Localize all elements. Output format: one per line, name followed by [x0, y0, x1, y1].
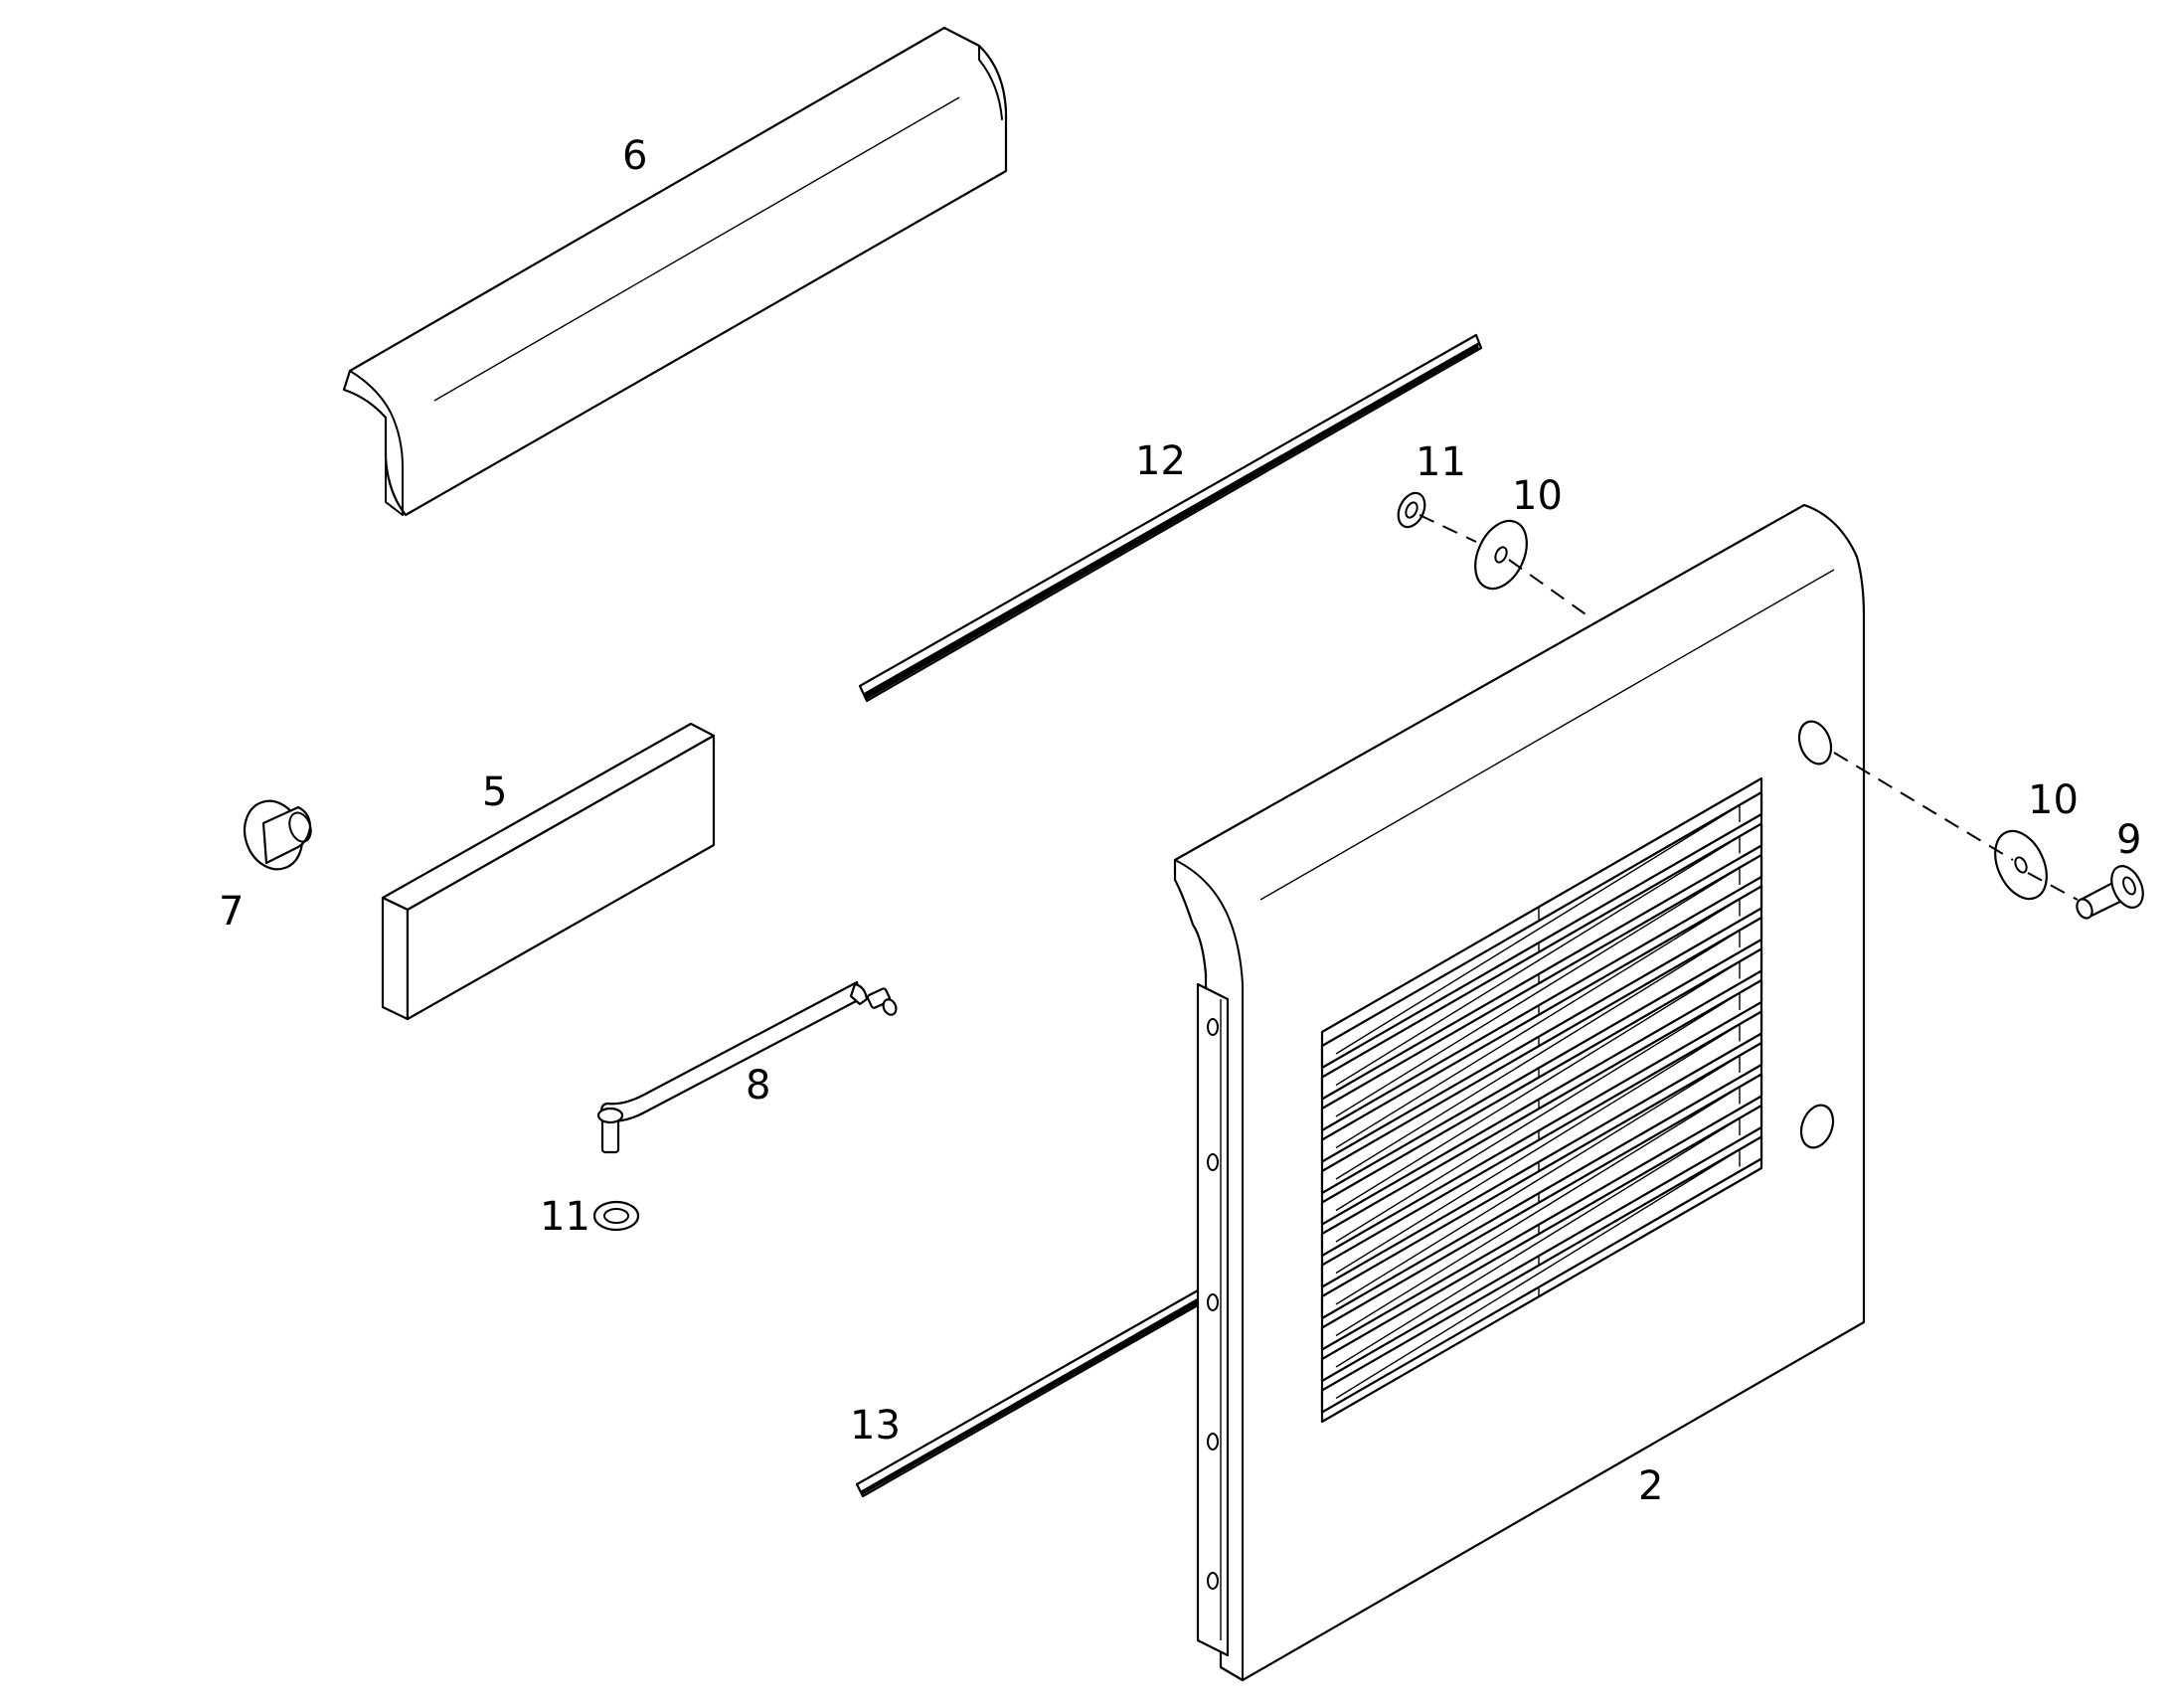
louver-slat-edge: [1335, 925, 1749, 1180]
callout-labels: 6 12 11 10 5 7 10 9 8 11 13 2: [219, 133, 2141, 1509]
callout-7: 7: [219, 889, 244, 935]
louver-slat-edge: [1335, 987, 1749, 1243]
part-10-washer-upper: [1474, 519, 1528, 591]
callout-13: 13: [850, 1403, 901, 1449]
louver-slat-edge: [1335, 1112, 1749, 1368]
callout-6: 6: [622, 133, 647, 179]
louver-slat-edge: [1335, 862, 1749, 1117]
part-7-grommet: [243, 799, 312, 871]
louver-slat: [1320, 853, 1763, 1132]
callout-10-upper: 10: [1512, 473, 1563, 519]
louver-slat-edge: [1335, 799, 1749, 1055]
louver-slat: [1320, 916, 1763, 1195]
louver-slats: [1320, 790, 1763, 1414]
part-5-foam-block: [381, 722, 716, 1021]
louver-slat-edge: [1335, 1050, 1749, 1305]
callout-11-upper: 11: [1416, 439, 1466, 485]
callout-11-lower: 11: [540, 1194, 590, 1240]
louver-slat-edge: [1335, 1018, 1749, 1275]
louver-slat: [1320, 1104, 1763, 1383]
louver-slat-edge: [1335, 893, 1749, 1149]
louver-slat: [1320, 790, 1763, 1070]
part-6-top-trim: [342, 26, 1008, 517]
callout-9: 9: [2116, 817, 2141, 863]
louver-slat-edge: [1335, 1143, 1749, 1400]
louver-slat: [1320, 822, 1763, 1101]
louver-slat: [1320, 1010, 1763, 1288]
louver-slat-edge: [1335, 1081, 1749, 1337]
part-12-seal-strip: [858, 333, 1483, 703]
flange-holes: [1207, 1018, 1219, 1590]
louver-slat: [1320, 1041, 1763, 1320]
callout-2: 2: [1638, 1463, 1663, 1509]
louver-slat-edge: [1335, 955, 1749, 1212]
part-2-grille-panel: [1173, 503, 1866, 1682]
louver-slat: [1320, 1073, 1763, 1351]
callout-8: 8: [746, 1063, 770, 1109]
callout-5: 5: [482, 769, 507, 815]
louver-slat: [1320, 885, 1763, 1163]
part-10-washer-right: [1994, 829, 2048, 901]
part-13-lower-seal-strip: [855, 1288, 1205, 1498]
louver-slat-edge: [1335, 830, 1749, 1087]
assembly-lines: [1419, 514, 2079, 901]
callout-10-right: 10: [2028, 777, 2079, 823]
louver-slat: [1320, 947, 1763, 1226]
part-9-screw: [2076, 865, 2144, 920]
louver-slat: [1320, 1135, 1763, 1414]
part-11-washer-lower: [592, 1200, 640, 1232]
part-11-washer-upper: [1397, 491, 1426, 529]
callout-12: 12: [1135, 438, 1186, 484]
louver-slat: [1320, 978, 1763, 1258]
part-8-bent-rod: [596, 980, 898, 1154]
